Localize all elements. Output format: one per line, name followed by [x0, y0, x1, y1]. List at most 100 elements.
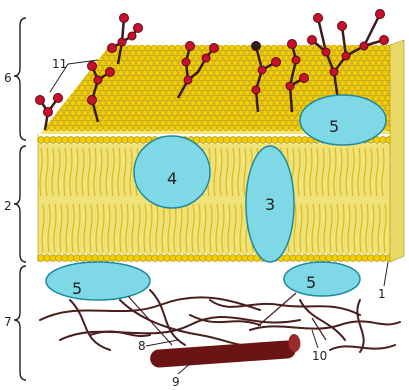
lipid-head — [166, 120, 171, 125]
lipid-head — [118, 100, 123, 105]
lipid-head — [175, 85, 180, 90]
lipid-head — [382, 70, 387, 75]
lipid-head — [271, 95, 276, 100]
lipid-head — [358, 50, 363, 55]
lipid-head — [364, 80, 369, 85]
lipid-head — [382, 50, 387, 55]
lipid-head — [85, 125, 90, 130]
lipid-head — [79, 55, 84, 60]
lipid-head — [190, 60, 195, 65]
lipid-head — [175, 125, 180, 130]
lipid-head — [316, 80, 321, 85]
lipid-head — [88, 80, 93, 85]
lipid-head — [316, 50, 321, 55]
lipid-head — [190, 90, 195, 95]
lipid-head — [40, 80, 45, 85]
lipid-head — [226, 60, 231, 65]
lipid-head — [367, 55, 372, 60]
lipid-head — [187, 105, 192, 110]
lipid-head — [199, 95, 204, 100]
lipid-head — [205, 125, 210, 130]
lipid-head — [118, 80, 123, 85]
lipid-head — [175, 45, 180, 50]
lipid-head — [271, 125, 276, 130]
lipid-head — [283, 95, 288, 100]
lipid-head — [241, 45, 246, 50]
lipid-head — [229, 115, 234, 120]
lipid-head — [370, 80, 375, 85]
lipid-head — [91, 125, 96, 130]
lipid-head — [370, 50, 375, 55]
lipid-head — [280, 120, 285, 125]
lipid-head — [364, 50, 369, 55]
lipid-head — [250, 120, 255, 125]
lipid-head — [169, 125, 174, 130]
lipid-head — [145, 65, 150, 70]
lipid-head — [373, 55, 378, 60]
lipid-head — [193, 95, 198, 100]
lipid-head — [244, 70, 249, 75]
lipid-head — [229, 85, 234, 90]
lipid-head — [226, 120, 231, 125]
lipid-head — [196, 50, 201, 55]
lipid-head — [163, 65, 168, 70]
lipid-head — [241, 65, 246, 70]
lipid-head — [112, 120, 117, 125]
lipid-head — [202, 120, 207, 125]
lipid-head — [211, 55, 216, 60]
lipid-head — [82, 110, 87, 115]
lipid-head — [205, 65, 210, 70]
lipid-head — [112, 100, 117, 105]
lipid-head — [115, 95, 120, 100]
lipid-head — [142, 100, 147, 105]
label-8: 8 — [138, 339, 146, 353]
lipid-head — [142, 90, 147, 95]
lipid-head — [376, 70, 381, 75]
lipid-head — [268, 80, 273, 85]
lipid-head — [367, 75, 372, 80]
lipid-head — [232, 50, 237, 55]
lipid-head — [112, 110, 117, 115]
lipid-head — [280, 50, 285, 55]
lipid-head — [229, 65, 234, 70]
lipid-head — [346, 60, 351, 65]
lipid-head — [166, 110, 171, 115]
lipid-head — [250, 60, 255, 65]
lipid-head — [79, 125, 84, 130]
lipid-head — [139, 55, 144, 60]
lipid-head — [283, 105, 288, 110]
lipid-head — [277, 45, 282, 50]
lipid-head — [193, 115, 198, 120]
lipid-head — [262, 50, 267, 55]
label-1: 1 — [378, 287, 386, 301]
lipid-head — [235, 125, 240, 130]
lipid-head — [298, 100, 303, 105]
lipid-head — [217, 55, 222, 60]
lipid-head — [310, 70, 315, 75]
lipid-head — [172, 110, 177, 115]
lipid-head — [316, 70, 321, 75]
lipid-head — [157, 125, 162, 130]
lipid-head — [97, 55, 102, 60]
lipid-head — [172, 60, 177, 65]
lipid-head — [49, 125, 54, 130]
lipid-head — [220, 110, 225, 115]
lipid-head — [232, 70, 237, 75]
lipid-head — [361, 85, 366, 90]
region-braces — [14, 18, 26, 380]
lipid-head — [205, 115, 210, 120]
lipid-head — [250, 110, 255, 115]
lipid-head — [121, 55, 126, 60]
lipid-head — [313, 55, 318, 60]
lipid-head — [220, 60, 225, 65]
lipid-head — [85, 105, 90, 110]
lipid-head — [379, 75, 384, 80]
lipid-head — [46, 80, 51, 85]
lipid-head — [157, 95, 162, 100]
lipid-head — [190, 110, 195, 115]
lipid-head — [319, 65, 324, 70]
lipid-head — [226, 90, 231, 95]
lipid-head — [187, 125, 192, 130]
lipid-head — [46, 60, 51, 65]
lipid-head — [286, 50, 291, 55]
